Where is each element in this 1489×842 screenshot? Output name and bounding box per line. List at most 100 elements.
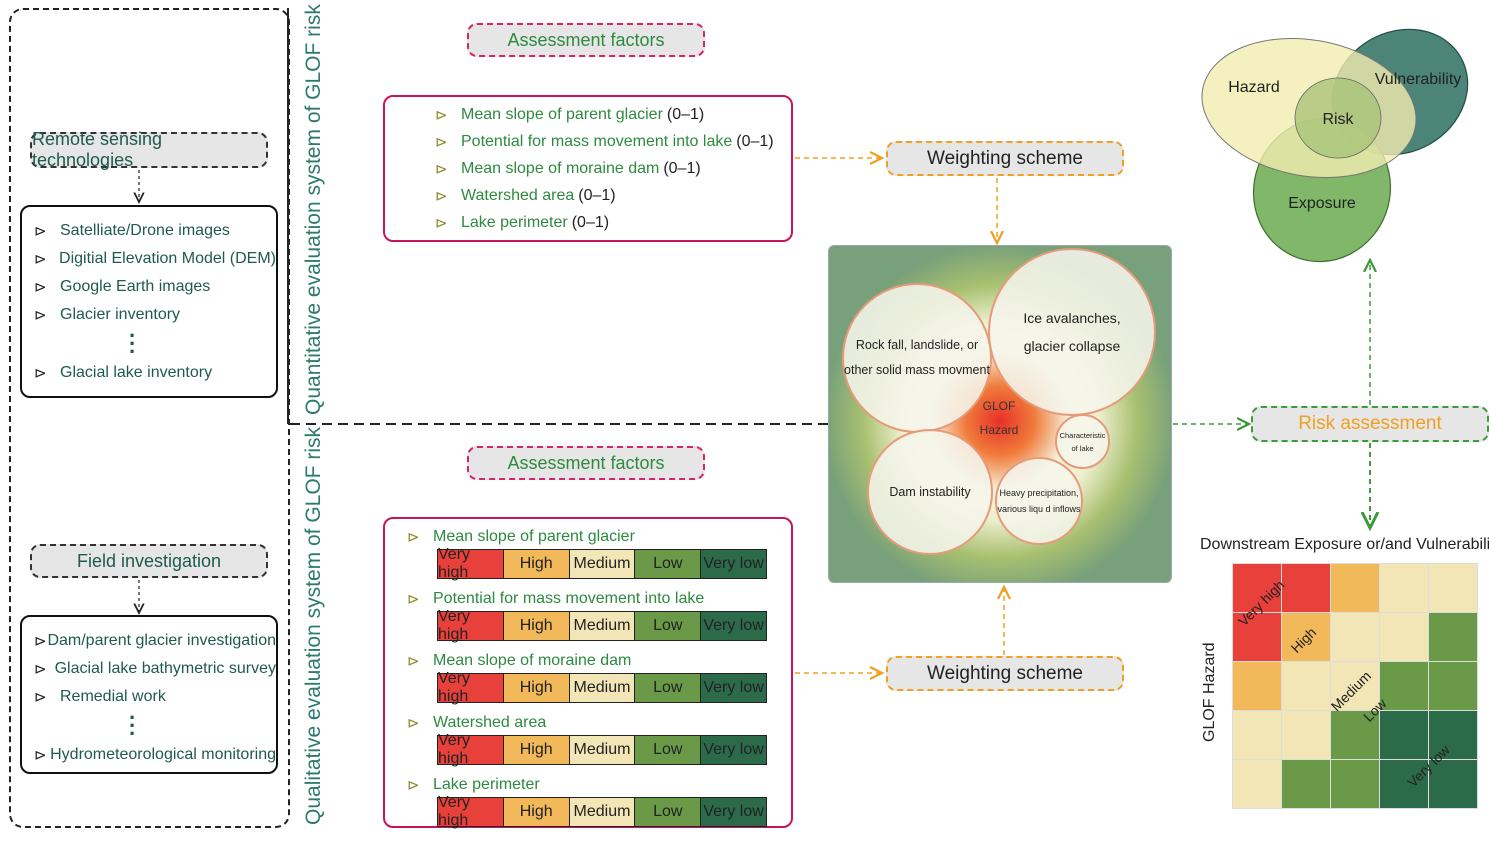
field-investigation-title: Field investigation [30,544,268,578]
qual-factor-name: ⊳Lake perimeter [407,776,540,794]
list-item: ⊳Remedial work [34,688,166,706]
scale-cell-very-high: Very high [438,608,504,643]
scale-cell-high: High [503,550,570,578]
scale-cell-very-low: Very low [701,736,766,764]
arrow-icon: ⊳ [435,133,448,151]
quantitative-title: Quantitative evaluation system of GLOF r… [302,4,325,415]
matrix-cell [1233,564,1281,612]
qualitative-title: Qualitative evaluation system of GLOF ri… [302,427,325,825]
matrix-cell [1380,662,1428,710]
arrow-icon: ⊳ [34,251,47,268]
matrix-cell [1331,711,1379,759]
arrow-icon: ⊳ [34,365,47,382]
scale-cell-high: High [503,612,570,640]
scale-cell-low: Low [635,612,702,640]
risk-assessment-label: Risk assessment [1251,406,1489,442]
scale-cell-medium: Medium [569,612,636,640]
matrix-cell [1331,662,1379,710]
venn-exposure-label: Exposure [1288,195,1356,212]
bubble-precipitation: Heavy precipitation,various liqu d inflo… [995,457,1083,545]
arrow-icon: ⊳ [407,777,420,794]
list-item: ⊳Glacier inventory [34,306,181,324]
remote-sensing-list: ⊳Satelliate/Drone images ⊳Digitial Eleva… [34,217,276,387]
matrix-cell [1233,662,1281,710]
scale-cell-medium: Medium [569,550,636,578]
matrix-cell [1331,564,1379,612]
matrix-cell [1380,564,1428,612]
arrow-icon: ⊳ [407,715,420,732]
risk-matrix [1232,563,1478,809]
venn-risk-label: Risk [1322,111,1354,128]
ellipsis-icon: ··· [129,705,137,746]
arrow-icon: ⊳ [407,529,420,546]
matrix-cell [1282,662,1330,710]
matrix-cell [1429,613,1477,661]
arrow-icon: ⊳ [34,689,47,706]
arrow-icon: ⊳ [34,661,47,678]
scale-cell-high: High [503,798,570,826]
arrow-icon: ⊳ [34,223,47,240]
list-item: ⊳Hydrometeorological monitoring [34,746,276,764]
matrix-cell [1429,564,1477,612]
bubble-ice-avalanche: Ice avalanches,glacier collapse [988,248,1156,416]
matrix-cell [1429,711,1477,759]
scale-cell-medium: Medium [569,674,636,702]
field-investigation-list-box: ⊳Dam/parent glacier investigation ⊳Glaci… [20,615,278,774]
remote-sensing-list-box: ⊳Satelliate/Drone images ⊳Digitial Eleva… [20,205,278,398]
scale-cell-low: Low [635,798,702,826]
scale-cell-high: High [503,674,570,702]
qual-factor-name: ⊳Mean slope of parent glacier [407,528,635,546]
list-item: ⊳Glacial lake inventory [34,364,213,382]
risk-circle [1294,77,1382,159]
matrix-cell [1331,760,1379,808]
matrix-cell [1233,760,1281,808]
risk-venn-diagram: Hazard Vulnerability Risk Exposure [1201,28,1469,263]
matrix-cell [1282,613,1330,661]
scale-cell-very-high: Very high [438,670,504,705]
matrix-cell [1380,711,1428,759]
assessment-factors-label-bottom: Assessment factors [467,446,705,480]
arrow-icon: ⊳ [435,214,448,232]
matrix-title: Downstream Exposure or/and Vulnerability [1200,536,1489,553]
matrix-cell [1233,613,1281,661]
list-item: ⊳Glacial lake bathymetric survey [34,660,276,678]
scale-cell-medium: Medium [569,798,636,826]
scale-cell-medium: Medium [569,736,636,764]
scale-cell-very-high: Very high [438,546,504,581]
assessment-factors-label-top: Assessment factors [467,23,705,57]
scale-cell-very-low: Very low [701,674,766,702]
list-item: ⊳Google Earth images [34,278,211,296]
data-sources-panel [9,8,290,828]
qual-factor-name: ⊳Mean slope of moraine dam [407,652,632,670]
scale-cell-low: Low [635,550,702,578]
field-investigation-list: ⊳Dam/parent glacier investigation ⊳Glaci… [34,627,276,769]
quant-factor: ⊳Mean slope of moraine dam(0–1) [435,159,701,178]
scale-cell-very-low: Very low [701,798,766,826]
matrix-cell [1331,613,1379,661]
matrix-cell [1282,711,1330,759]
matrix-cell [1429,760,1477,808]
matrix-cell [1380,760,1428,808]
arrow-icon: ⊳ [407,591,420,608]
quantitative-factors-box: ⊳Mean slope of parent glacier(0–1) ⊳Pote… [383,95,793,242]
matrix-cell [1282,760,1330,808]
matrix-cell [1380,613,1428,661]
scale-cell-high: High [503,736,570,764]
bubble-dam-instability: Dam instability [867,429,993,555]
arrow-icon: ⊳ [34,279,47,296]
remote-sensing-title: Remote sensing technologies [30,129,268,170]
matrix-cell [1429,662,1477,710]
quant-factor: ⊳Potential for mass movement into lake(0… [435,132,774,151]
list-item: ⊳Satelliate/Drone images [34,222,230,240]
weighting-scheme-bottom: Weighting scheme [886,656,1124,691]
arrow-icon: ⊳ [34,307,47,324]
scale-cell-low: Low [635,674,702,702]
